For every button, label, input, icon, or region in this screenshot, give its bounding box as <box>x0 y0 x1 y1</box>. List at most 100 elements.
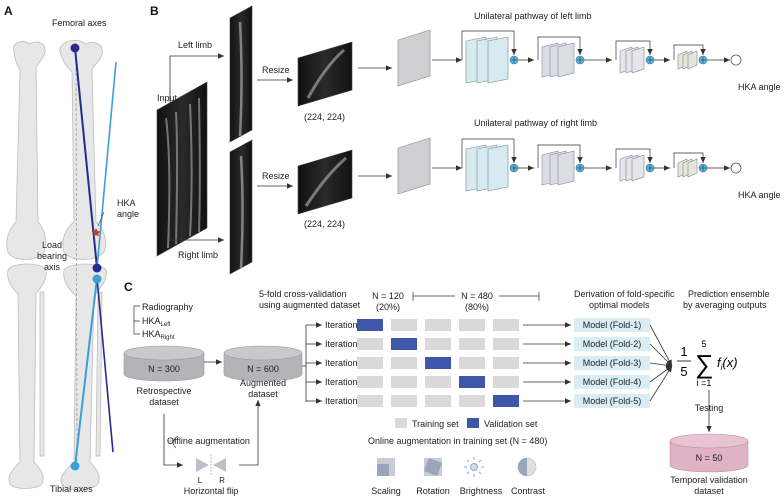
iteration-label: Iteration 1 <box>325 320 365 330</box>
resized-image-top <box>297 41 353 107</box>
output-node <box>730 162 742 174</box>
resize-label-top: Resize <box>262 65 290 75</box>
online-augmentation-label: Online augmentation in training set (N =… <box>368 436 547 446</box>
model-label: Model (Fold-3) <box>583 358 642 368</box>
formula-upper-limit: 5 <box>701 339 706 349</box>
cv-label-1: 5-fold cross-validation <box>259 289 347 299</box>
skip-connection <box>673 152 706 168</box>
plus-icon <box>700 57 706 63</box>
brightness-icon <box>464 457 484 477</box>
training-fold-cell <box>357 376 383 388</box>
right-leg-bones <box>59 39 107 491</box>
ensemble-arrow <box>649 343 673 367</box>
horizontal-flip-icon <box>196 455 226 475</box>
skip-connection <box>537 36 583 60</box>
skip-connection <box>461 138 517 168</box>
aug-label-rotation: Rotation <box>416 486 450 496</box>
formula-denominator: 5 <box>680 364 687 379</box>
panel-c-label: C <box>124 280 133 294</box>
list-hka-left: HKALeft <box>142 316 171 328</box>
augmented-caption-2: dataset <box>248 389 278 399</box>
model-label: Model (Fold-2) <box>583 339 642 349</box>
plus-icon <box>647 165 653 171</box>
validation-fold-cell <box>459 376 485 388</box>
size-label-bottom: (224, 224) <box>304 219 345 229</box>
derivation-label-2: optimal models <box>589 300 650 310</box>
iteration-label: Iteration 3 <box>325 358 365 368</box>
feature-map <box>557 42 575 78</box>
input-plane <box>397 29 431 87</box>
legend-validation-swatch <box>467 418 479 428</box>
training-fold-cell <box>357 357 383 369</box>
femoral-axis-extension <box>96 61 117 269</box>
augmented-n: N = 600 <box>247 364 279 374</box>
legend-training-label: Training set <box>412 419 459 429</box>
output-label-top: HKA angle <box>738 82 781 92</box>
input-label: Input <box>157 93 178 103</box>
n480-label: N = 480 <box>461 291 493 301</box>
pathway-left-network <box>397 29 742 87</box>
training-fold-cell <box>493 376 519 388</box>
model-label: Model (Fold-4) <box>583 377 642 387</box>
training-fold-cell <box>391 319 417 331</box>
size-label-top: (224, 224) <box>304 112 345 122</box>
feature-map <box>557 150 575 186</box>
training-fold-cell <box>459 395 485 407</box>
retrospective-caption-2: dataset <box>149 397 179 407</box>
ensemble-arrow <box>649 324 673 367</box>
feature-map <box>631 46 645 74</box>
training-fold-cell <box>357 338 383 350</box>
training-fold-cell <box>425 395 451 407</box>
aug-label-brightness: Brightness <box>460 486 503 496</box>
formula-lower-limit: i =1 <box>697 378 712 388</box>
training-fold-cell <box>493 357 519 369</box>
validation-fold-cell <box>357 319 383 331</box>
training-fold-cell <box>425 376 451 388</box>
model-box <box>574 356 650 370</box>
training-fold-cell <box>459 338 485 350</box>
residual-block <box>615 148 655 182</box>
left-leg-bones <box>6 41 47 489</box>
derivation-label-1: Derivation of fold-specific <box>574 289 675 299</box>
plus-icon <box>511 165 517 171</box>
flip-left-label: L <box>198 476 203 485</box>
feature-map <box>487 36 509 84</box>
model-box <box>574 375 650 389</box>
model-box <box>574 318 650 332</box>
model-label: Model (Fold-5) <box>583 396 642 406</box>
formula-sum-symbol: ∑ <box>695 349 714 379</box>
residual-block <box>537 144 585 186</box>
scaling-icon <box>377 458 395 476</box>
tibial-axes-label: Tibial axes <box>50 484 93 494</box>
validation-fold-cell <box>425 357 451 369</box>
training-fold-cell <box>493 338 519 350</box>
ensemble-arrow <box>649 362 673 368</box>
plus-icon <box>511 57 517 63</box>
training-fold-cell <box>493 319 519 331</box>
skip-connection <box>615 40 653 60</box>
ensemble-label-1: Prediction ensemble <box>688 289 770 299</box>
pathway-left-title: Unilateral pathway of left limb <box>474 11 592 21</box>
ensemble-label-2: by averaging outputs <box>683 300 767 310</box>
training-fold-cell <box>391 376 417 388</box>
testing-label: Testing <box>695 403 724 413</box>
iteration-label: Iteration 4 <box>325 377 365 387</box>
feature-map <box>687 158 698 178</box>
temporal-validation-cylinder <box>669 433 749 473</box>
skip-connection <box>537 144 583 168</box>
training-fold-cell <box>391 357 417 369</box>
augmented-caption-1: Augmented <box>240 378 286 388</box>
ensemble-formula: 1 5 ∑ 5 i =1 fi(x) <box>677 339 738 388</box>
panel-b-label: B <box>150 4 159 18</box>
training-fold-cell <box>459 357 485 369</box>
model-box <box>574 394 650 408</box>
legend-training-swatch <box>395 418 407 428</box>
panel-a-label: A <box>4 4 13 18</box>
skip-connection <box>673 44 706 60</box>
knee-center-marker <box>92 263 102 273</box>
ensemble-arrow <box>649 365 673 383</box>
n120-label: N = 120 <box>372 291 404 301</box>
skip-connection <box>615 148 653 168</box>
ensemble-arrow <box>649 365 673 402</box>
training-fold-cell <box>459 319 485 331</box>
